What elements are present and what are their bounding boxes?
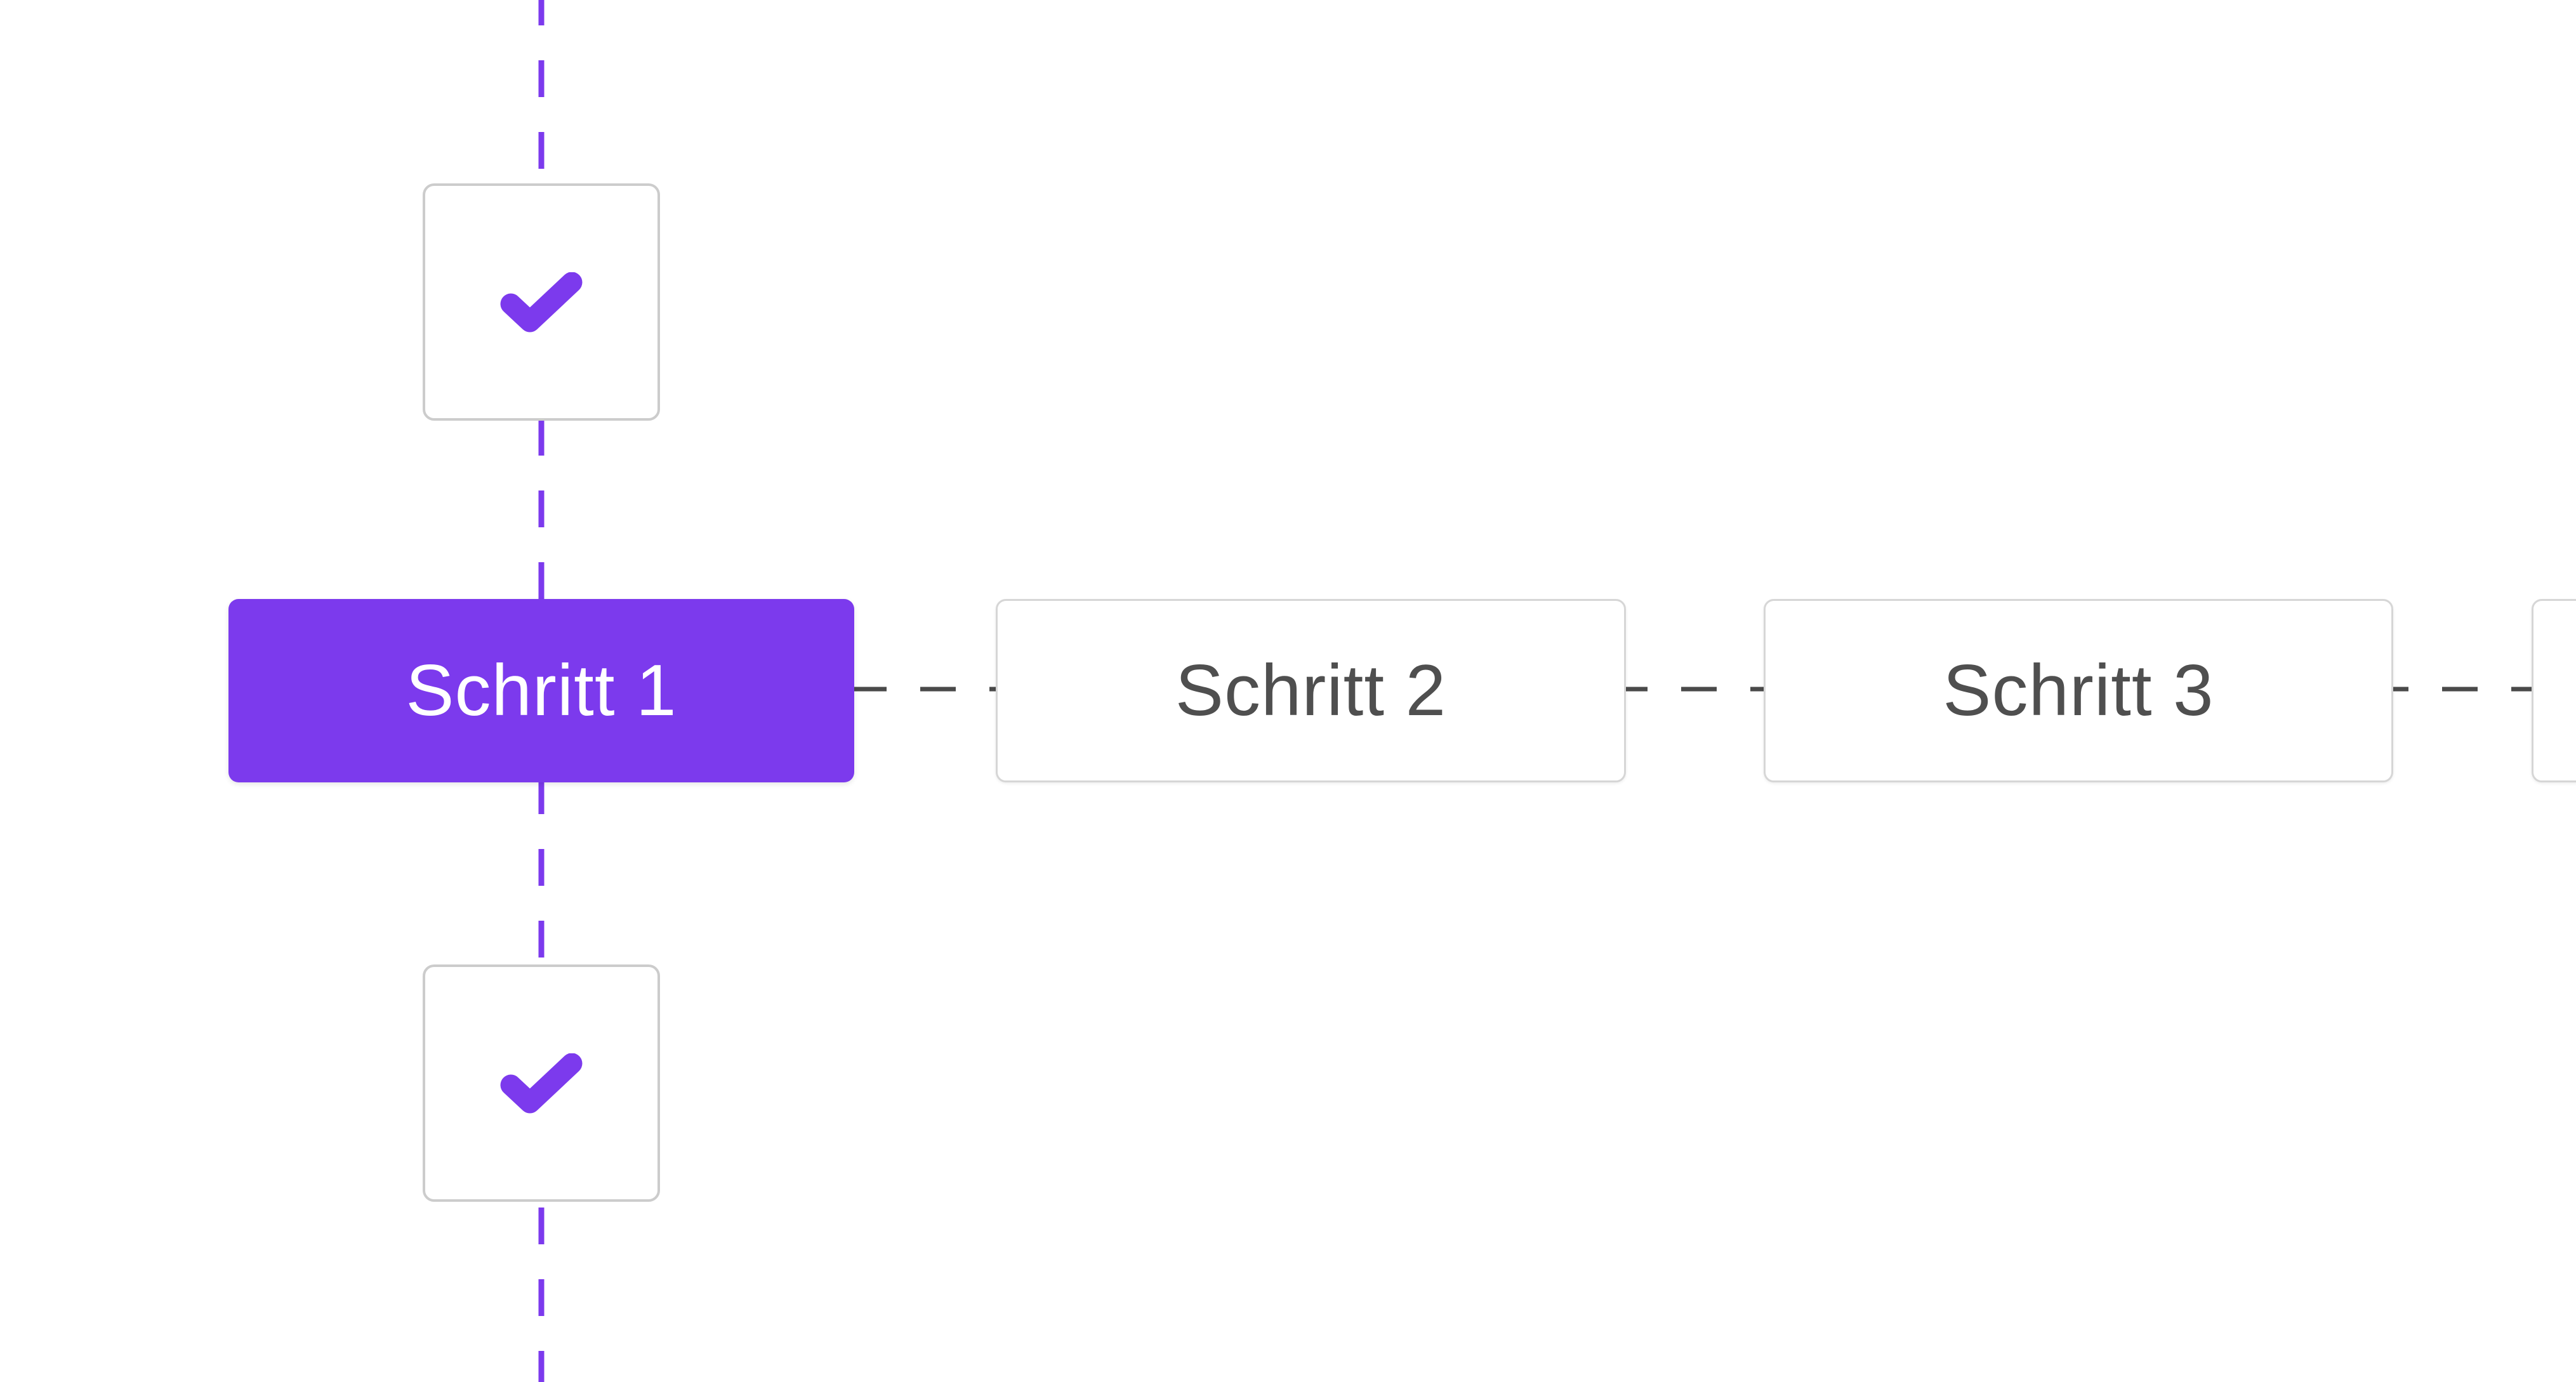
check-icon xyxy=(500,272,583,332)
step-4-box-partial[interactable] xyxy=(2532,599,2576,782)
check-icon xyxy=(500,1053,583,1114)
checkpoint-bottom-box[interactable] xyxy=(423,964,660,1202)
step-2-box[interactable]: Schritt 2 xyxy=(996,599,1626,782)
step-1-box[interactable]: Schritt 1 xyxy=(228,599,854,782)
step-3-box[interactable]: Schritt 3 xyxy=(1764,599,2393,782)
step-1-label: Schritt 1 xyxy=(406,650,677,731)
checkpoint-top-box[interactable] xyxy=(423,183,660,421)
step-2-label: Schritt 2 xyxy=(1175,650,1447,731)
step-3-label: Schritt 3 xyxy=(1943,650,2214,731)
